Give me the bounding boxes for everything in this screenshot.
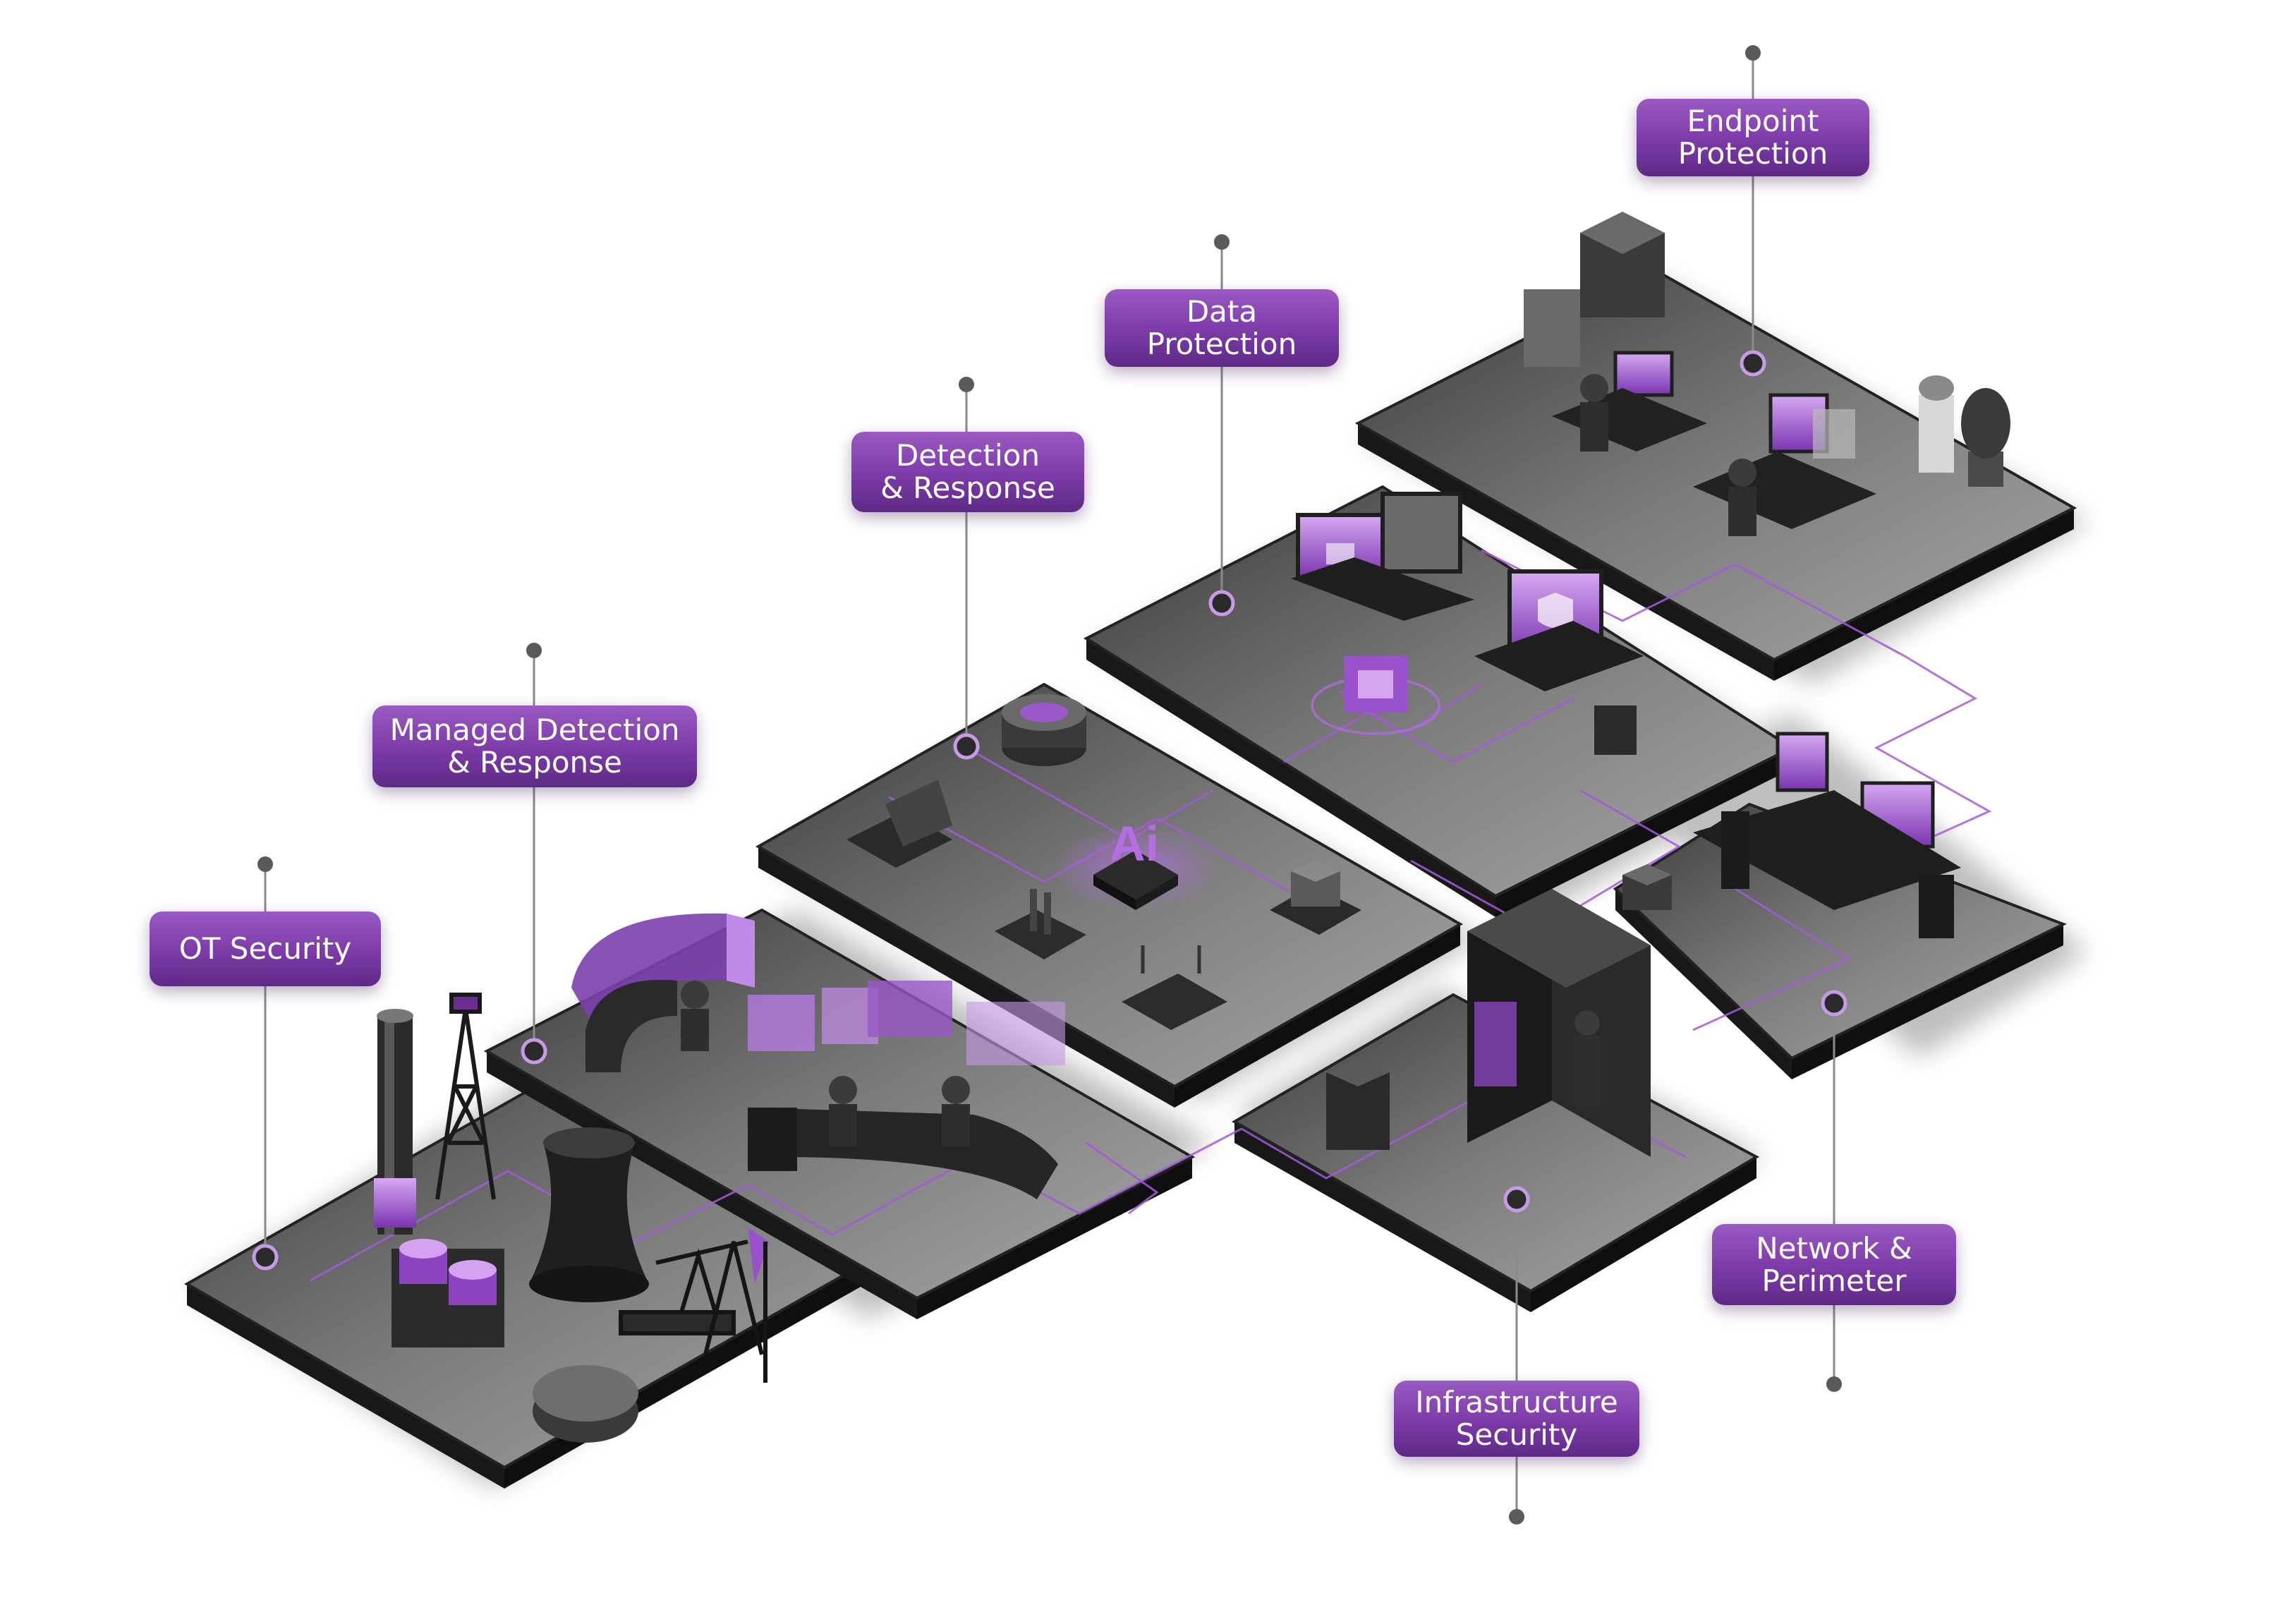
generator-unit xyxy=(1326,1058,1390,1150)
label-managed-detection-response: Managed Detection & Response xyxy=(372,705,697,787)
server-rack xyxy=(1467,889,1651,1157)
label-ot-security: OT Security xyxy=(150,911,381,986)
laptop-device xyxy=(846,780,952,868)
oil-storage-dome xyxy=(533,1365,638,1443)
water-cooler-plant xyxy=(1919,375,2010,487)
office-printer xyxy=(1524,212,1665,367)
shield-terminal xyxy=(1474,569,1644,755)
pump-jack xyxy=(619,1228,769,1383)
oil-derrick xyxy=(435,993,496,1200)
label-data-protection: Data Protection xyxy=(1105,289,1339,367)
ai-badge-text: Ai xyxy=(1110,816,1159,871)
firewall-appliance xyxy=(995,889,1086,959)
label-endpoint-protection: Endpoint Protection xyxy=(1637,99,1869,176)
network-switch xyxy=(1622,864,1672,910)
storage-tanks xyxy=(392,1239,504,1347)
endpoint-workstation-2 xyxy=(1693,393,1876,536)
anchor-dots xyxy=(252,350,1847,1271)
cooling-tower xyxy=(529,1127,649,1302)
label-infrastructure-security: Infrastructure Security xyxy=(1394,1381,1639,1457)
cloud-server-stack xyxy=(1270,861,1361,935)
secure-folder xyxy=(1311,656,1440,735)
ai-core xyxy=(1051,825,1220,910)
label-detection-response: Detection & Response xyxy=(851,432,1084,512)
leader-lines xyxy=(264,53,1835,1517)
label-network-perimeter: Network & Perimeter xyxy=(1712,1224,1956,1305)
end-dots xyxy=(257,45,1842,1525)
soc-operator-desks xyxy=(585,979,1058,1199)
endpoint-workstation-1 xyxy=(1552,351,1707,452)
perimeter-monitors xyxy=(1693,732,1961,938)
oil-refinery-tower xyxy=(374,1009,416,1235)
database-server xyxy=(1002,694,1086,766)
router-device xyxy=(1122,945,1227,1030)
locked-monitor xyxy=(1291,492,1474,621)
